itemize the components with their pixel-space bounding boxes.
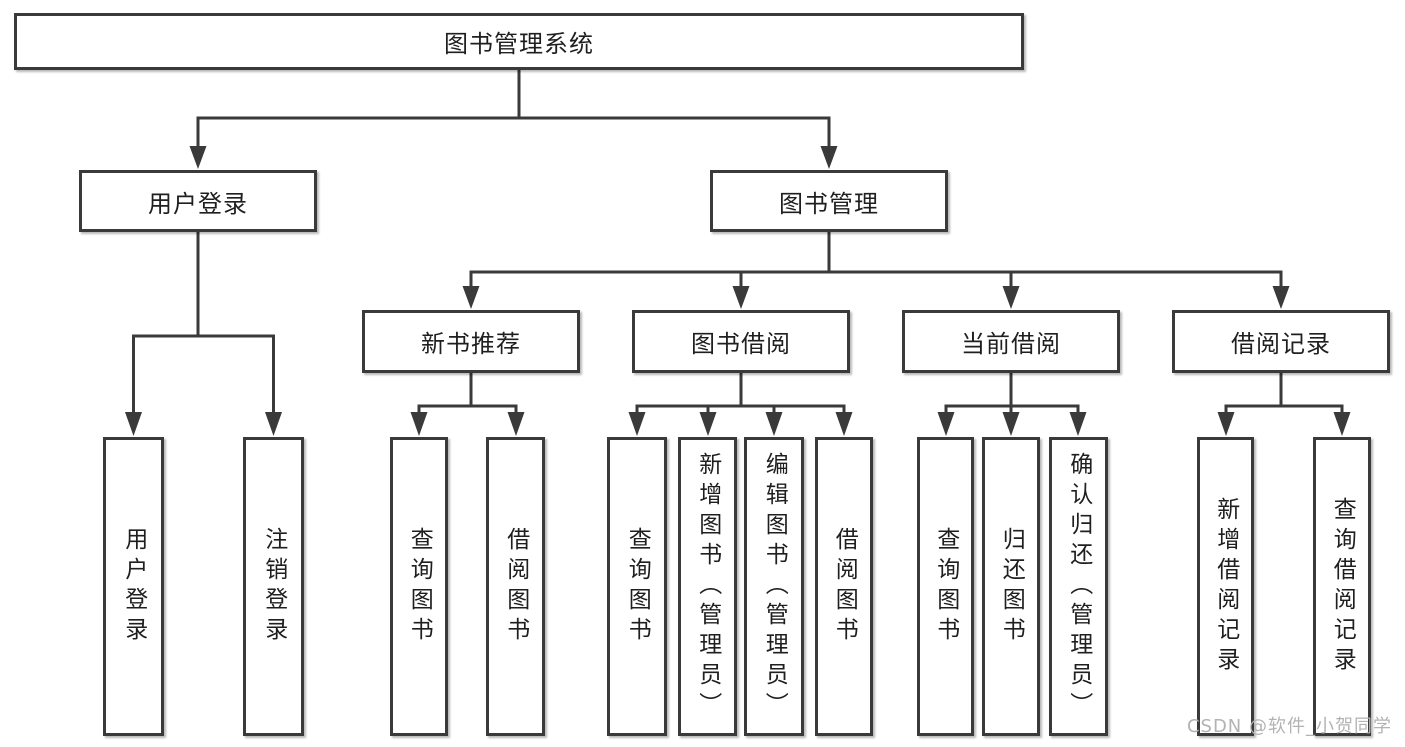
arrow-down-icon [1272,286,1290,309]
arrowhead-group [125,146,1351,436]
node-label: 图书管理 [779,189,879,218]
node-borrowing-records: 借阅记录 [1172,310,1390,373]
leaf-logout-login: 注销登录 [243,437,304,736]
leaf-label: 注销登录 [260,526,287,647]
leaf-return-books: 归还图书 [982,437,1040,736]
arrow-down-icon [410,412,428,436]
leaf-label: 用户登录 [120,526,147,647]
node-new-book-recommendation: 新书推荐 [362,310,580,373]
arrow-down-icon [1217,412,1235,436]
arrow-down-icon [1333,412,1351,436]
node-label: 图书管理系统 [444,30,594,58]
arrow-down-icon [628,412,646,436]
leaf-label: 编辑图书（管理员） [761,451,788,722]
node-user-login: 用户登录 [79,170,317,232]
node-current-borrowing: 当前借阅 [902,310,1120,373]
leaf-label: 查询图书 [406,526,433,647]
leaf-borrow-books-2: 借阅图书 [815,437,873,736]
leaf-label: 新增图书（管理员） [694,451,721,722]
node-book-management: 图书管理 [710,170,948,232]
arrow-down-icon [1002,286,1020,309]
arrow-down-icon [835,412,853,436]
arrow-down-icon [507,412,525,436]
leaf-label: 查询借阅记录 [1329,496,1356,677]
arrow-down-icon [765,412,783,436]
leaf-borrow-books: 借阅图书 [486,437,545,736]
leaf-label: 借阅图书 [502,526,529,647]
arrow-down-icon [820,146,838,169]
leaf-label: 借阅图书 [831,526,858,647]
arrow-down-icon [937,412,955,436]
arrow-down-icon [189,146,207,169]
arrow-down-icon [462,286,480,309]
leaf-add-books-admin: 新增图书（管理员） [678,437,737,736]
leaf-label: 新增借阅记录 [1212,496,1239,677]
node-label: 图书借阅 [691,330,791,358]
leaf-label: 归还图书 [998,526,1025,647]
node-label: 当前借阅 [961,330,1061,358]
arrow-down-icon [125,412,142,436]
leaf-user-login: 用户登录 [103,437,164,736]
leaf-label: 查询图书 [624,526,651,647]
arrow-down-icon [699,412,717,436]
watermark-csdn: CSDN @软件_小贺同学 [1186,716,1392,737]
leaf-label: 查询图书 [932,526,959,647]
leaf-query-borrow-record: 查询借阅记录 [1313,437,1371,736]
arrow-down-icon [265,412,282,436]
leaf-add-borrow-record: 新增借阅记录 [1197,437,1254,736]
leaf-query-books-2: 查询图书 [607,437,667,736]
node-label: 用户登录 [148,189,248,218]
arrow-down-icon [1069,412,1087,436]
leaf-label: 确认归还（管理员） [1065,451,1092,722]
leaf-query-books: 查询图书 [390,437,448,736]
leaf-confirm-return-admin: 确认归还（管理员） [1049,437,1108,736]
node-library-management-system: 图书管理系统 [14,13,1024,70]
leaf-query-books-3: 查询图书 [917,437,974,736]
node-book-borrowing: 图书借阅 [632,310,850,373]
node-label: 借阅记录 [1231,330,1331,358]
arrow-down-icon [732,286,750,309]
leaf-edit-books-admin: 编辑图书（管理员） [744,437,804,736]
arrow-down-icon [1002,412,1020,436]
node-label: 新书推荐 [421,330,521,358]
